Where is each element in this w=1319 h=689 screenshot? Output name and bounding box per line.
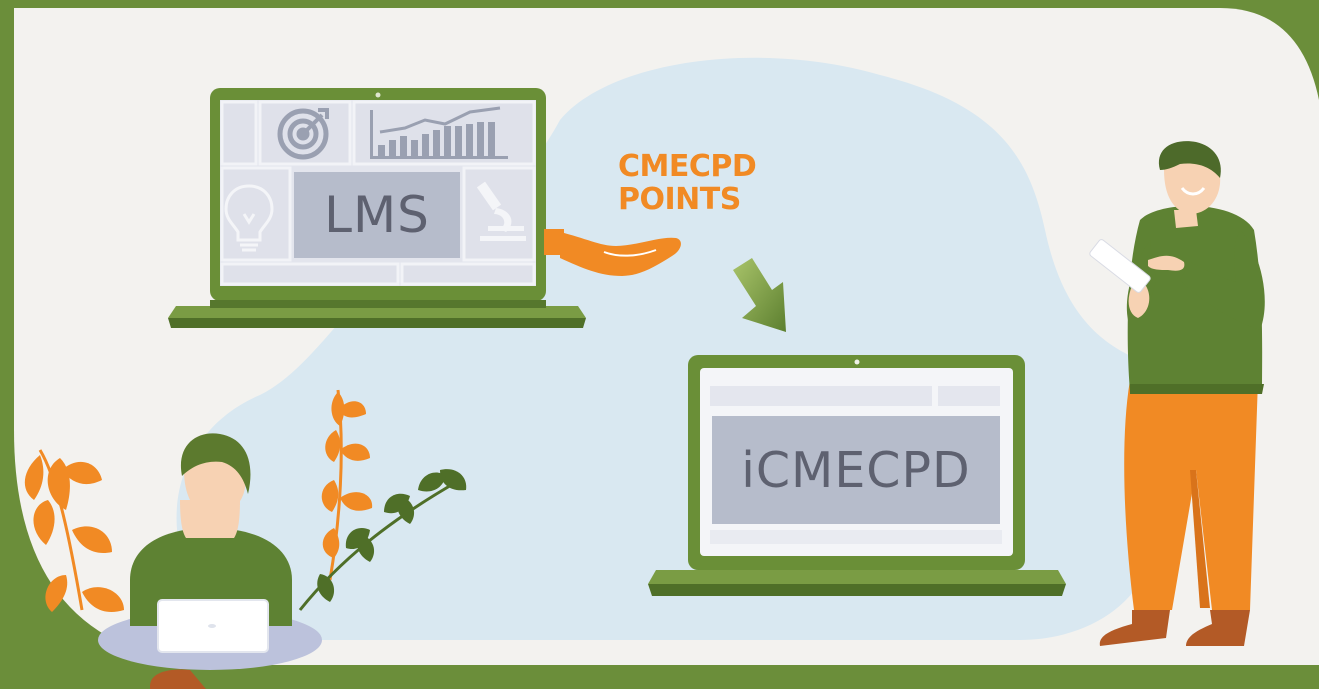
lightbulb-icon <box>224 184 274 252</box>
microscope-icon <box>476 181 526 241</box>
lms-camera <box>375 92 381 98</box>
lms-laptop-base <box>168 318 586 328</box>
plant-orange-center <box>321 389 373 581</box>
bar-chart-icon <box>370 106 508 159</box>
plant-green-center <box>298 469 467 611</box>
icmecpd-laptop-base <box>648 584 1066 596</box>
icmecpd-camera <box>854 359 860 365</box>
cmecpd-points-label: CMECPD POINTS <box>618 149 757 217</box>
target-icon <box>277 108 329 160</box>
man-tablet <box>1089 239 1151 293</box>
lms-label-panel <box>294 172 460 258</box>
cmecpd-points-line1: CMECPD <box>618 149 757 184</box>
icmecpd-laptop <box>648 355 1066 596</box>
lms-label: LMS <box>324 186 430 244</box>
standing-man <box>1089 141 1265 646</box>
lms-laptop-keyboard <box>168 306 586 318</box>
arrow-down-right-icon <box>733 258 786 332</box>
lms-laptop <box>168 88 586 328</box>
icmecpd-label-panel <box>712 416 1000 524</box>
plant-orange-left <box>24 449 124 612</box>
sitting-woman <box>98 433 322 689</box>
icmecpd-label: iCMECPD <box>741 441 971 499</box>
icmecpd-laptop-keyboard <box>648 570 1066 584</box>
cmecpd-points-line2: POINTS <box>618 182 741 217</box>
giving-hand <box>544 229 681 276</box>
